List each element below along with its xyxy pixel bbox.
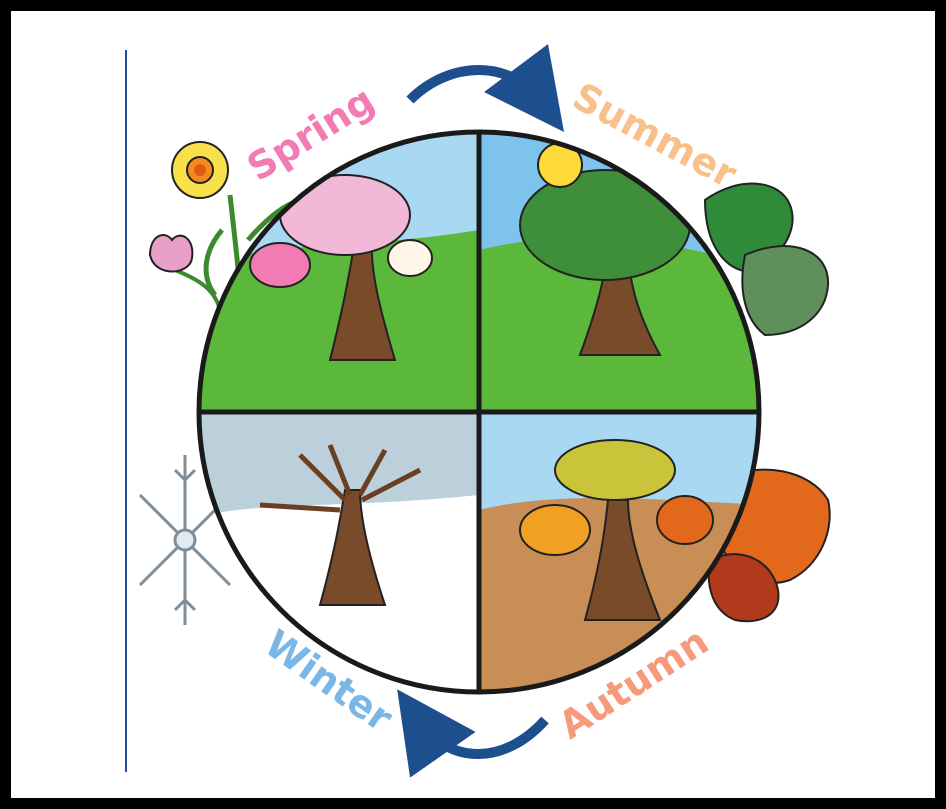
oak-leaf-icon	[703, 182, 830, 337]
cycle-arrow-top	[406, 43, 565, 132]
cycle-arrow-bottom	[397, 689, 549, 778]
spring-quadrant	[199, 132, 479, 412]
snowflake-icon	[138, 455, 232, 625]
margin-line	[125, 50, 127, 772]
